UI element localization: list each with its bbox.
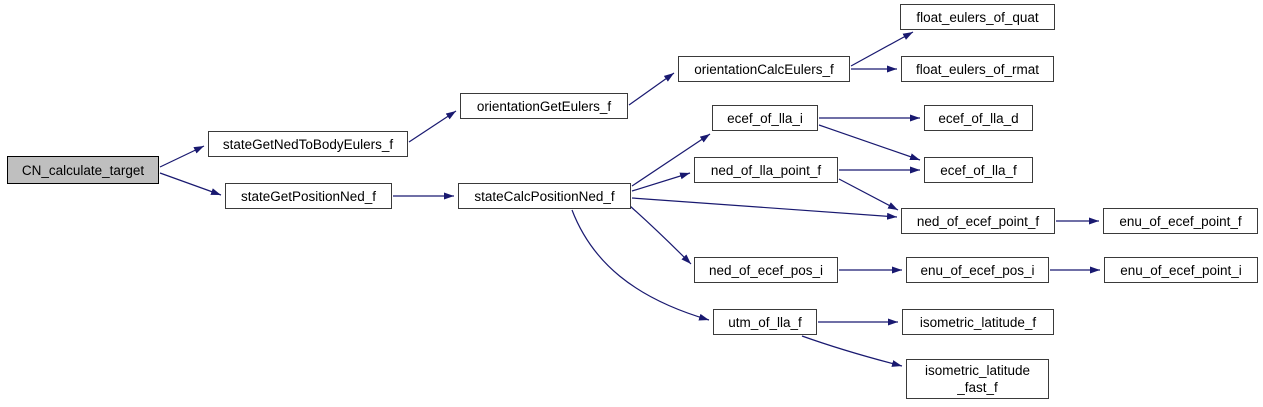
edge-stateCalcPositionNed_f-to-ecef_of_lla_i — [631, 133, 711, 187]
node-enu_of_ecef_pos_i[interactable]: enu_of_ecef_pos_i — [906, 257, 1049, 283]
edge-orientationGetEulers_f-to-orientationCalcEulers_f — [628, 72, 675, 106]
node-isometric_latitude_fast_f[interactable]: isometric_latitude _fast_f — [906, 359, 1049, 399]
edge-cn_calculate_target-to-stateGetPositionNed_f — [159, 172, 222, 196]
node-utm_of_lla_f[interactable]: utm_of_lla_f — [713, 309, 817, 335]
node-enu_of_ecef_point_i[interactable]: enu_of_ecef_point_i — [1104, 257, 1258, 283]
node-ned_of_ecef_point_f[interactable]: ned_of_ecef_point_f — [901, 208, 1055, 234]
edge-orientationCalcEulers_f-to-float_eulers_of_quat — [850, 31, 914, 67]
edge-utm_of_lla_f-to-isometric_latitude_fast_f — [801, 335, 903, 367]
node-ecef_of_lla_d[interactable]: ecef_of_lla_d — [924, 105, 1033, 131]
edge-ned_of_lla_point_f-to-ned_of_ecef_point_f — [838, 178, 899, 211]
node-float_eulers_of_quat[interactable]: float_eulers_of_quat — [900, 4, 1055, 30]
node-ned_of_lla_point_f[interactable]: ned_of_lla_point_f — [694, 157, 838, 183]
node-ned_of_ecef_pos_i[interactable]: ned_of_ecef_pos_i — [694, 257, 838, 283]
node-cn_calculate_target: CN_calculate_target — [7, 156, 159, 184]
edge-stateGetNedToBodyEulers_f-to-orientationGetEulers_f — [408, 110, 457, 143]
node-enu_of_ecef_point_f[interactable]: enu_of_ecef_point_f — [1103, 208, 1258, 234]
node-stateGetPositionNed_f[interactable]: stateGetPositionNed_f — [225, 183, 392, 209]
edge-stateCalcPositionNed_f-to-ned_of_ecef_pos_i — [629, 205, 692, 265]
edge-stateCalcPositionNed_f-to-ned_of_lla_point_f — [631, 172, 691, 192]
node-float_eulers_of_rmat[interactable]: float_eulers_of_rmat — [901, 56, 1054, 82]
node-stateCalcPositionNed_f[interactable]: stateCalcPositionNed_f — [458, 183, 631, 209]
edge-stateCalcPositionNed_f-to-ned_of_ecef_point_f — [631, 197, 898, 220]
edge-cn_calculate_target-to-stateGetNedToBodyEulers_f — [159, 145, 205, 168]
edge-ecef_of_lla_i-to-ecef_of_lla_f — [818, 124, 921, 161]
node-orientationGetEulers_f[interactable]: orientationGetEulers_f — [460, 93, 628, 119]
node-orientationCalcEulers_f[interactable]: orientationCalcEulers_f — [678, 56, 850, 82]
edge-stateCalcPositionNed_f-to-utm_of_lla_f — [571, 209, 710, 321]
node-stateGetNedToBodyEulers_f[interactable]: stateGetNedToBodyEulers_f — [208, 131, 408, 157]
node-ecef_of_lla_f[interactable]: ecef_of_lla_f — [924, 157, 1033, 183]
node-isometric_latitude_f[interactable]: isometric_latitude_f — [902, 309, 1054, 335]
node-ecef_of_lla_i[interactable]: ecef_of_lla_i — [712, 105, 818, 131]
